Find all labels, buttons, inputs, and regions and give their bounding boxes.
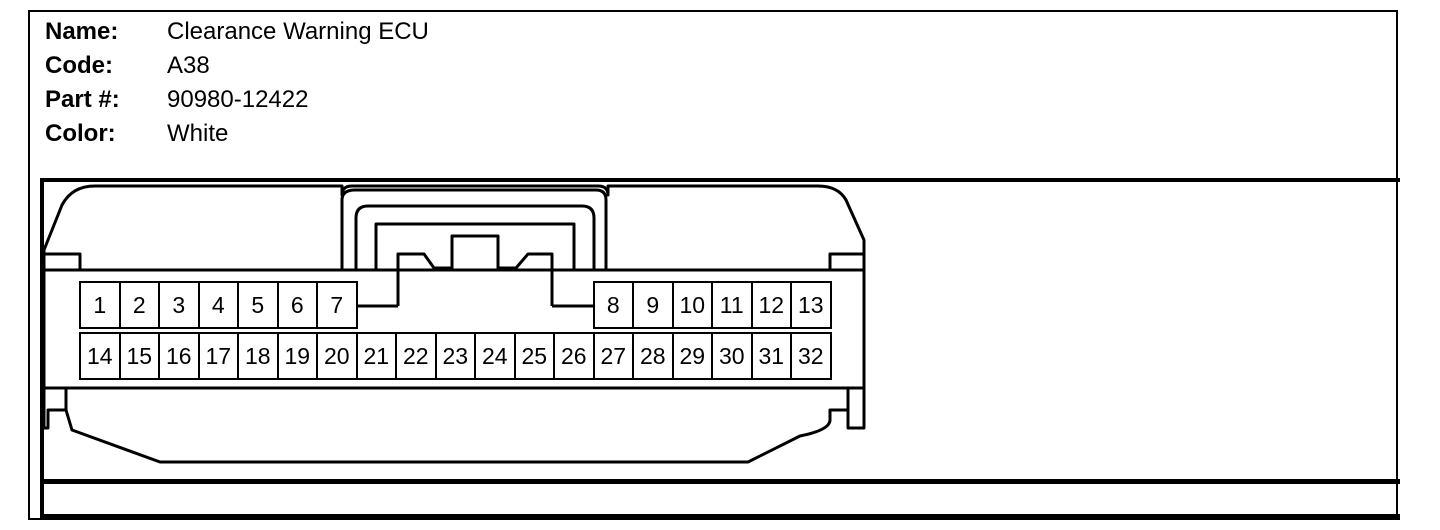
pin-29: 29: [671, 332, 713, 380]
pin-12: 12: [750, 281, 792, 329]
pin-30: 30: [711, 332, 753, 380]
color-label: Color:: [45, 120, 116, 147]
panel-divider: [40, 479, 1400, 484]
pin-31: 31: [750, 332, 792, 380]
pin-20: 20: [316, 332, 358, 380]
pin-8: 8: [592, 281, 634, 329]
pin-6: 6: [276, 281, 318, 329]
pin-11: 11: [711, 281, 753, 329]
pin-9: 9: [632, 281, 674, 329]
code-value: A38: [167, 52, 210, 79]
name-value: Clearance Warning ECU: [167, 18, 429, 45]
lock-frame: [374, 222, 576, 270]
pin-5: 5: [237, 281, 279, 329]
connector-panel: [40, 178, 1400, 520]
hood-outer: [340, 188, 608, 270]
pin-21: 21: [355, 332, 397, 380]
pin-14: 14: [79, 332, 121, 380]
pin-16: 16: [158, 332, 200, 380]
pin-2: 2: [118, 281, 160, 329]
name-label: Name:: [45, 18, 119, 45]
pin-17: 17: [197, 332, 239, 380]
pin-22: 22: [395, 332, 437, 380]
code-label: Code:: [45, 52, 113, 79]
pin-23: 23: [434, 332, 476, 380]
part-value: 90980-12422: [167, 86, 309, 113]
pin-4: 4: [197, 281, 239, 329]
part-label: Part #:: [45, 86, 120, 113]
panel-bottom-edge: [40, 514, 1400, 518]
lock-latch: [396, 234, 554, 306]
housing-lip: [64, 388, 850, 410]
pin-25: 25: [513, 332, 555, 380]
pin-1: 1: [79, 281, 121, 329]
color-value: White: [167, 120, 229, 147]
pin-28: 28: [632, 332, 674, 380]
pin-10: 10: [671, 281, 713, 329]
pin-15: 15: [118, 332, 160, 380]
pin-27: 27: [592, 332, 634, 380]
left-side-tab: [44, 252, 82, 270]
hood-inner: [354, 204, 596, 270]
pin-19: 19: [276, 332, 318, 380]
housing-body: [42, 184, 866, 464]
pin-32: 32: [790, 332, 832, 380]
pin-3: 3: [158, 281, 200, 329]
pin-field: [42, 268, 866, 390]
pin-24: 24: [474, 332, 516, 380]
pin-26: 26: [553, 332, 595, 380]
pin-18: 18: [237, 332, 279, 380]
pin-7: 7: [316, 281, 358, 329]
right-side-tab: [828, 252, 864, 270]
pin-13: 13: [790, 281, 832, 329]
